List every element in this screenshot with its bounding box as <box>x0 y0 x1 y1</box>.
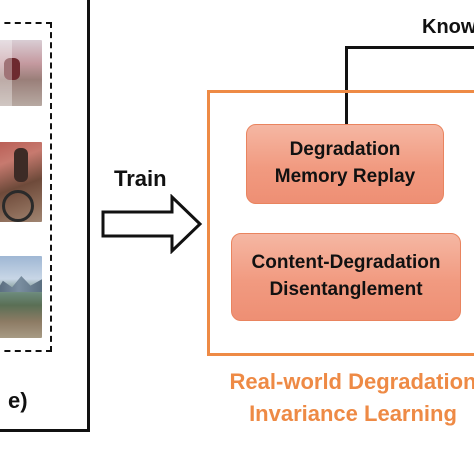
content-degradation-disentanglement-box: Content-Degradation Disentanglement <box>231 233 461 321</box>
knowledge-label: Know <box>422 16 474 38</box>
train-label: Train <box>114 166 167 191</box>
train-arrow-icon <box>101 194 203 254</box>
frame-caption-line2: Invariance Learning <box>249 400 457 426</box>
frame-caption: Real-world Degradation Invariance Learni… <box>188 366 474 430</box>
module-label-line2: Disentanglement <box>269 279 423 300</box>
knowledge-connector-horizontal <box>345 46 474 49</box>
frame-caption-line1: Real-world Degradation <box>229 369 474 394</box>
dataset-caption: e) <box>8 388 28 413</box>
module-label-line1: Content-Degradation <box>251 252 441 274</box>
invariance-learning-frame <box>207 90 474 356</box>
degradation-memory-replay-box: Degradation Memory Replay <box>246 124 444 204</box>
knowledge-connector-vertical <box>345 48 348 124</box>
module-label-line2: Memory Replay <box>274 166 416 187</box>
sample-image-person <box>0 40 42 106</box>
image-group-dashed-box <box>0 22 52 352</box>
module-label-line1: Degradation <box>289 139 401 161</box>
sample-image-cyclist <box>0 142 42 222</box>
sample-image-landscape <box>0 256 42 338</box>
